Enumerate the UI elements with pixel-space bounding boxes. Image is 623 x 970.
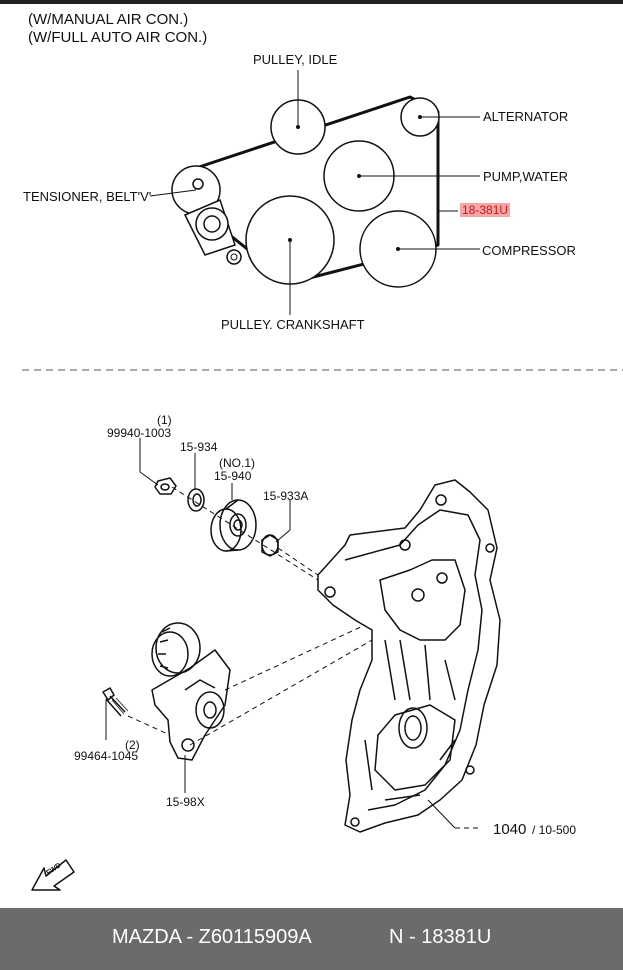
part-15-98x[interactable]: 15-98X xyxy=(166,795,205,809)
part-15-933a[interactable]: 15-933A xyxy=(263,489,309,503)
label-pulley-idle: PULLEY, IDLE xyxy=(253,52,338,67)
belt-part-number-link[interactable]: 18-381U xyxy=(460,203,511,217)
footer-brand-part: MAZDA - Z60115909A xyxy=(112,926,312,948)
header-line-2: (W/FULL AUTO AIR CON.) xyxy=(28,29,208,46)
label-pump-water: PUMP,WATER xyxy=(483,169,568,184)
fwd-arrow-icon xyxy=(31,859,75,891)
part-15-940-note: (NO.1) xyxy=(219,456,255,470)
label-crankshaft: PULLEY. CRANKSHAFT xyxy=(221,317,365,332)
top-border xyxy=(0,0,623,4)
part-99940-1003[interactable]: 99940-1003 xyxy=(107,426,172,440)
label-compressor: COMPRESSOR xyxy=(482,243,576,258)
label-tensioner: TENSIONER, BELT'V' xyxy=(23,189,152,204)
label-alternator: ALTERNATOR xyxy=(483,109,569,124)
ref-page-10-500[interactable]: / 10-500 xyxy=(532,823,577,837)
part-1-qty: (1) xyxy=(157,413,172,427)
footer-n-part: N - 18381U xyxy=(389,926,492,948)
tensioner-arm-pulley xyxy=(195,207,229,241)
part-15-934[interactable]: 15-934 xyxy=(180,440,218,454)
footer-bar: MAZDA - Z60115909A N - 18381U xyxy=(0,908,623,970)
ref-page-1040[interactable]: 1040 xyxy=(493,821,527,838)
timing-cover xyxy=(317,479,501,833)
part-15-940[interactable]: 15-940 xyxy=(214,469,252,483)
part-5-qty: (2) xyxy=(125,738,140,752)
header-line-1: (W/MANUAL AIR CON.) xyxy=(28,11,189,28)
part-99464-1045[interactable]: 99464-1045 xyxy=(74,749,139,763)
